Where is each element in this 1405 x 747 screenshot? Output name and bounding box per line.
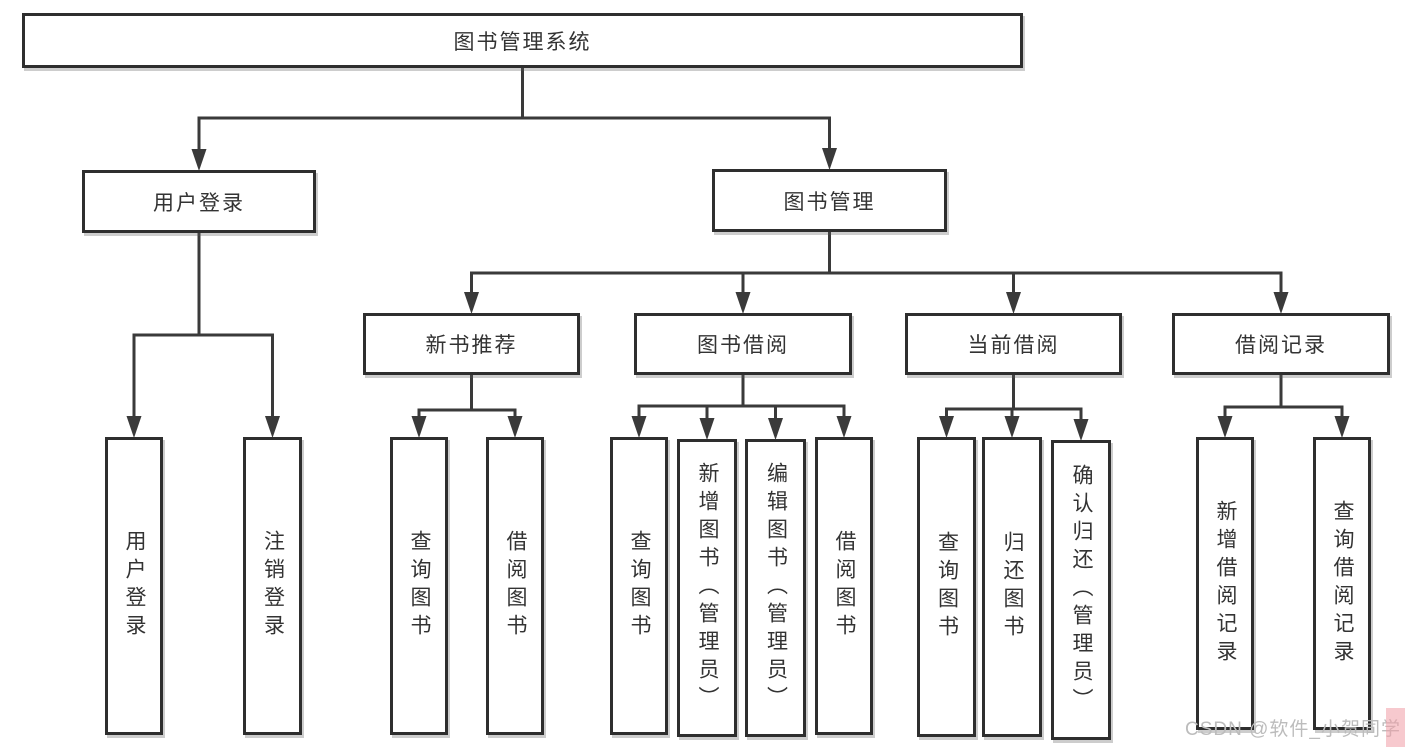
node-current: 当前借阅 xyxy=(905,313,1122,375)
node-mgmt: 图书管理 xyxy=(712,169,947,232)
node-login: 用户登录 xyxy=(82,170,316,233)
node-label-current: 当前借阅 xyxy=(967,334,1060,357)
node-rec: 新书推荐 xyxy=(363,313,580,375)
node-borrow: 图书借阅 xyxy=(634,313,852,375)
node-borrow-borrow: 借阅图书 xyxy=(815,437,873,735)
node-records-add: 新增借阅记录 xyxy=(1196,437,1254,730)
node-rec-borrow: 借阅图书 xyxy=(486,437,544,735)
node-label-rec: 新书推荐 xyxy=(425,334,518,357)
node-label-borrow-borrow: 借阅图书 xyxy=(833,530,856,642)
node-label-login-logout: 注销登录 xyxy=(261,530,285,642)
node-label-login: 用户登录 xyxy=(153,191,245,215)
node-label-records-add: 新增借阅记录 xyxy=(1214,499,1237,668)
node-label-rec-borrow: 借阅图书 xyxy=(504,530,527,642)
node-label-borrow-edit: 编辑图书（管理员） xyxy=(764,462,788,714)
node-borrow-edit: 编辑图书（管理员） xyxy=(745,439,806,737)
node-label-root: 图书管理系统 xyxy=(453,30,592,54)
node-login-user: 用户登录 xyxy=(105,437,163,735)
node-label-current-query: 查询图书 xyxy=(935,531,959,643)
node-label-current-confirm: 确认归还（管理员） xyxy=(1070,464,1093,716)
watermark: CSDN @软件_小贺同学 xyxy=(1185,719,1401,740)
node-current-return: 归还图书 xyxy=(982,437,1042,737)
node-label-borrow-query: 查询图书 xyxy=(628,530,651,642)
node-label-records-query: 查询借阅记录 xyxy=(1331,499,1354,668)
node-label-rec-query: 查询图书 xyxy=(408,530,431,642)
node-root: 图书管理系统 xyxy=(22,13,1023,68)
node-label-mgmt: 图书管理 xyxy=(783,190,876,214)
node-login-logout: 注销登录 xyxy=(243,437,302,735)
node-current-query: 查询图书 xyxy=(917,437,976,737)
node-label-login-user: 用户登录 xyxy=(123,530,146,642)
pink-corner-tint xyxy=(1386,708,1405,747)
node-label-borrow: 图书借阅 xyxy=(697,334,789,357)
node-label-records: 借阅记录 xyxy=(1235,334,1327,357)
node-current-confirm: 确认归还（管理员） xyxy=(1051,440,1111,740)
node-borrow-query: 查询图书 xyxy=(610,437,668,735)
node-rec-query: 查询图书 xyxy=(390,437,448,735)
node-label-current-return: 归还图书 xyxy=(1001,531,1024,643)
node-borrow-add: 新增图书（管理员） xyxy=(677,439,737,737)
node-label-borrow-add: 新增图书（管理员） xyxy=(696,462,719,714)
node-records: 借阅记录 xyxy=(1172,313,1390,375)
node-records-query: 查询借阅记录 xyxy=(1313,437,1371,730)
